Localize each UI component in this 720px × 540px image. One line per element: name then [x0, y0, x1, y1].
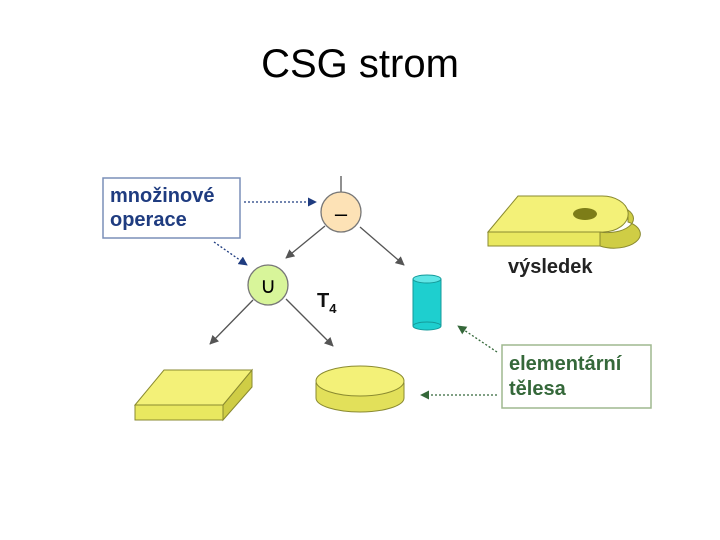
operations-label-line2: operace [110, 209, 187, 231]
operations-label-line1: množinové [110, 185, 214, 207]
difference-node: – [320, 191, 362, 233]
node-label-subscript: 4 [329, 301, 337, 316]
edge-difference-to-cylinder [359, 226, 405, 266]
edge-union-to-disk [285, 298, 334, 347]
primitives-legend-box: elementární tělesa [501, 344, 652, 409]
edge-union-to-box [209, 299, 254, 345]
primitives-label-line2: tělesa [509, 378, 567, 400]
operations-legend-box: množinové operace [102, 177, 241, 239]
node-label-t4: T4 [317, 290, 337, 316]
union-symbol: ∪ [260, 274, 276, 299]
primitives-label-line1: elementární [509, 353, 623, 375]
difference-symbol: – [335, 201, 348, 226]
edge-difference-to-union [285, 225, 326, 259]
result-label: výsledek [508, 256, 593, 278]
box-primitive [133, 368, 254, 422]
slide-title: CSG strom [261, 42, 459, 86]
disk-primitive [315, 365, 405, 413]
node-label-t: T [317, 290, 329, 312]
primitives-pointer-to-cylinder [457, 325, 498, 353]
result-solid [486, 195, 641, 249]
result-hole [573, 208, 597, 220]
union-node: ∪ [247, 264, 289, 306]
operations-pointer-to-union [213, 241, 248, 266]
cylinder-primitive [412, 274, 442, 331]
